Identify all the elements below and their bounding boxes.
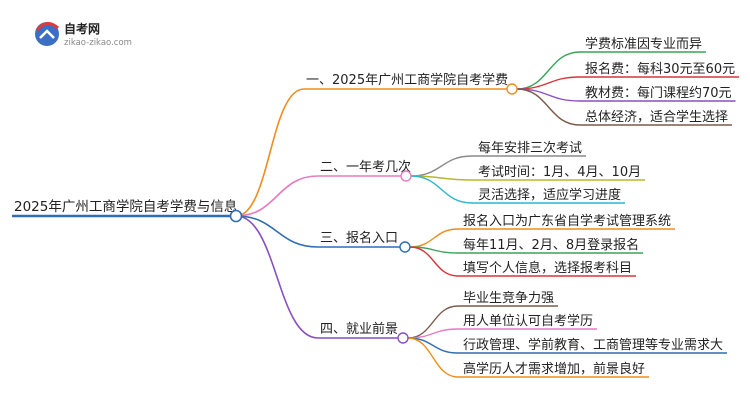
child-edge [409,228,459,248]
branch-collapse-toggle[interactable] [397,332,409,344]
branch-collapse-toggle[interactable] [506,83,518,95]
edges [235,51,581,378]
child-label: 报名费：每科30元至60元 [585,61,735,77]
child-label: 毕业生竞争力强 [463,290,554,306]
root-node-label: 2025年广州工商学院自考学费与信息 [14,198,237,215]
root-branch-edge [235,88,305,217]
child-edge [410,155,473,177]
child-edge [407,337,459,378]
child-label: 考试时间：1月、4月、10月 [478,165,641,180]
nodes: 2025年广州工商学院自考学费与信息 一、2025年广州工商学院自考学费 学费标准因… [12,36,740,378]
root-branch-edge [235,215,319,339]
logo-icon [35,22,60,46]
brand-name: 自考网 [64,21,100,36]
branch-label: 四、就业前景 [320,321,398,337]
child-edge [409,246,459,277]
brand-url: zikao-zikao.com [64,38,132,48]
child-edge [410,175,473,204]
child-label: 高学历人才需求增加，前景良好 [463,361,645,377]
child-label: 填写个人信息，选择报考科目 [463,260,632,276]
branch-label: 一、2025年广州工商学院自考学费 [306,72,508,88]
child-label: 报名入口为广东省自学考试管理系统 [463,213,671,229]
root-branch-edge [235,215,319,248]
root-branch-edge [235,175,319,217]
root-collapse-toggle[interactable] [229,209,243,223]
child-label: 行政管理、学前教育、工商管理等专业需求大 [463,337,723,353]
brand-logo: 自考网 zikao-zikao.com [35,21,132,48]
child-label: 每年安排三次考试 [478,140,582,156]
branch-collapse-toggle[interactable] [399,241,411,253]
branch-label: 三、报名入口 [320,230,398,246]
child-label: 总体经济，适合学生选择 [585,109,728,125]
child-label: 教材费：每门课程约70元 [585,85,732,101]
child-edge [516,88,581,126]
child-label: 灵活选择，适应学习进度 [478,187,621,203]
child-label: 每年11月、2月、8月登录报名 [463,237,639,253]
branch-collapse-toggle[interactable] [400,170,412,182]
branch-label: 二、一年考几次 [320,159,411,175]
child-edge [407,337,459,354]
child-label: 用人单位认可自考学历 [463,313,593,329]
child-label: 学费标准因专业而异 [585,36,702,52]
